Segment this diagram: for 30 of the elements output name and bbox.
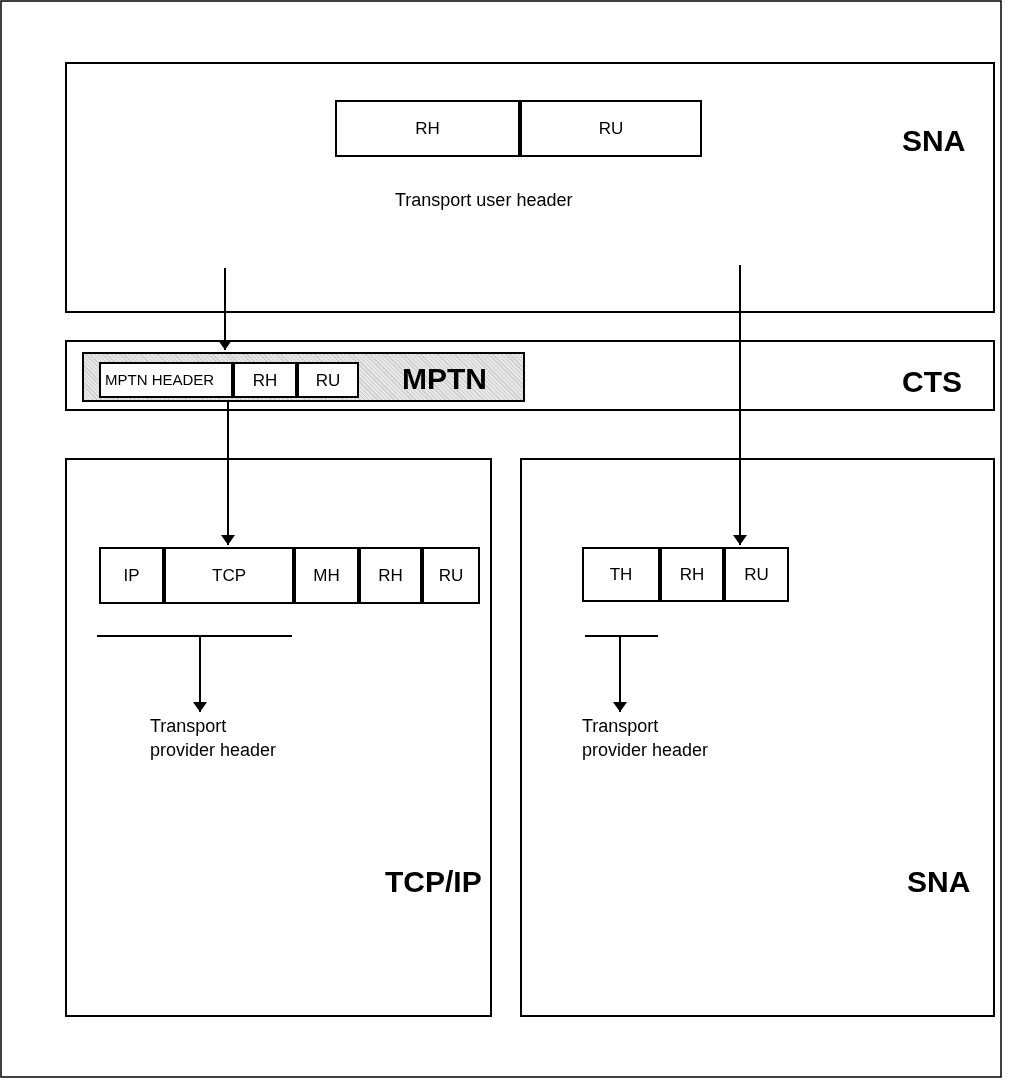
header-field: RU xyxy=(297,362,359,398)
layer-panel xyxy=(65,340,995,411)
layer-title: SNA xyxy=(902,124,966,158)
header-field: RH xyxy=(660,547,724,602)
header-note: Transport provider header xyxy=(150,714,280,794)
header-field: MH xyxy=(294,547,359,604)
header-field: RH xyxy=(359,547,422,604)
layer-title: SNA xyxy=(907,865,971,899)
header-note: Transport provider header xyxy=(582,714,712,794)
header-field: TCP xyxy=(164,547,294,604)
layer-panel xyxy=(65,458,492,1017)
header-field: RU xyxy=(422,547,480,604)
header-field: TH xyxy=(582,547,660,602)
arrow xyxy=(218,267,232,351)
arrow xyxy=(613,636,627,713)
caption-text: Transport user header xyxy=(395,190,573,211)
layer-panel xyxy=(520,458,995,1017)
header-field: RU xyxy=(724,547,789,602)
header-field: RU xyxy=(520,100,702,157)
header-field: RH xyxy=(233,362,297,398)
layer-panel xyxy=(65,62,995,313)
arrow xyxy=(193,636,207,713)
layer-title: MPTN xyxy=(402,362,487,396)
header-field: RH xyxy=(335,100,520,157)
shaded-frame xyxy=(82,352,525,402)
arrow xyxy=(733,264,747,546)
layer-title: TCP/IP xyxy=(385,865,482,899)
header-field: MPTN HEADER xyxy=(99,362,233,398)
header-field: IP xyxy=(99,547,164,604)
layer-title: CTS xyxy=(902,365,962,399)
